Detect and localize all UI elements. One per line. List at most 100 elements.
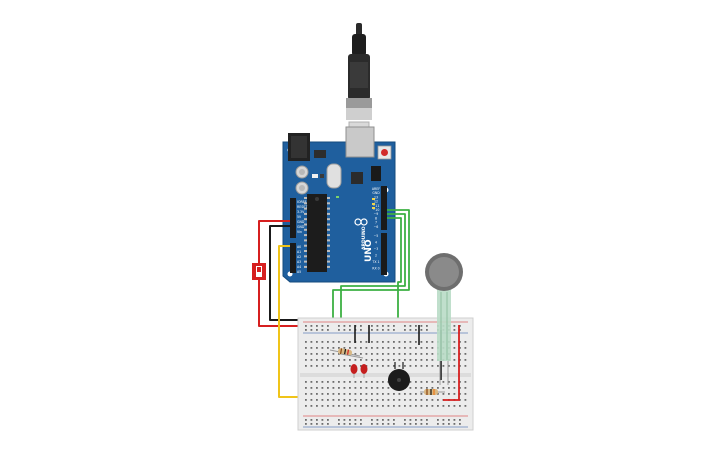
resistor-2[interactable] — [340, 353, 364, 359]
breadboard-hole[interactable] — [360, 329, 362, 331]
breadboard-hole[interactable] — [464, 381, 467, 383]
breadboard-hole[interactable] — [338, 325, 340, 327]
breadboard-hole[interactable] — [448, 393, 450, 395]
breadboard-hole[interactable] — [354, 387, 357, 389]
wire-green-1[interactable] — [332, 209, 410, 338]
breadboard-hole[interactable] — [420, 347, 423, 349]
breadboard-hole[interactable] — [453, 365, 456, 367]
breadboard-hole[interactable] — [354, 399, 357, 401]
breadboard-hole[interactable] — [376, 325, 379, 327]
breadboard-hole[interactable] — [354, 423, 357, 425]
breadboard-hole[interactable] — [387, 393, 390, 395]
breadboard-hole[interactable] — [393, 405, 395, 407]
breadboard-hole[interactable] — [321, 419, 324, 421]
breadboard-hole[interactable] — [426, 329, 428, 331]
breadboard-hole[interactable] — [360, 325, 362, 327]
breadboard-hole[interactable] — [360, 381, 362, 383]
breadboard-hole[interactable] — [316, 381, 318, 383]
breadboard-hole[interactable] — [382, 381, 384, 383]
breadboard-hole[interactable] — [393, 341, 395, 343]
breadboard-hole[interactable] — [365, 387, 368, 389]
breadboard-hole[interactable] — [349, 405, 351, 407]
breadboard-hole[interactable] — [376, 423, 379, 425]
breadboard-hole[interactable] — [453, 387, 456, 389]
breadboard-hole[interactable] — [316, 393, 318, 395]
breadboard-hole[interactable] — [310, 419, 313, 421]
breadboard-hole[interactable] — [310, 353, 313, 355]
breadboard-hole[interactable] — [393, 359, 395, 361]
breadboard-hole[interactable] — [310, 393, 313, 395]
breadboard-hole[interactable] — [360, 359, 362, 361]
breadboard-hole[interactable] — [453, 341, 456, 343]
breadboard-hole[interactable] — [365, 341, 368, 343]
breadboard-hole[interactable] — [431, 353, 434, 355]
breadboard-hole[interactable] — [420, 353, 423, 355]
breadboard-hole[interactable] — [310, 387, 313, 389]
breadboard-hole[interactable] — [387, 353, 390, 355]
breadboard-hole[interactable] — [420, 405, 423, 407]
breadboard-hole[interactable] — [321, 365, 324, 367]
breadboard-hole[interactable] — [398, 393, 401, 395]
breadboard-hole[interactable] — [420, 341, 423, 343]
breadboard-hole[interactable] — [343, 399, 346, 401]
breadboard-hole[interactable] — [442, 393, 445, 395]
breadboard-hole[interactable] — [426, 399, 428, 401]
breadboard-hole[interactable] — [349, 393, 351, 395]
breadboard-hole[interactable] — [393, 365, 395, 367]
breadboard-hole[interactable] — [431, 399, 434, 401]
breadboard-hole[interactable] — [464, 405, 467, 407]
breadboard-hole[interactable] — [409, 387, 412, 389]
breadboard-hole[interactable] — [354, 393, 357, 395]
breadboard-hole[interactable] — [426, 381, 428, 383]
breadboard-hole[interactable] — [464, 347, 467, 349]
breadboard-hole[interactable] — [437, 387, 439, 389]
breadboard-hole[interactable] — [409, 381, 412, 383]
breadboard-hole[interactable] — [448, 419, 450, 421]
resistor-3[interactable] — [420, 389, 445, 395]
breadboard-hole[interactable] — [398, 347, 401, 349]
breadboard-hole[interactable] — [327, 387, 329, 389]
breadboard-hole[interactable] — [387, 405, 390, 407]
breadboard-hole[interactable] — [371, 353, 373, 355]
breadboard-hole[interactable] — [437, 423, 439, 425]
breadboard-hole[interactable] — [453, 423, 456, 425]
breadboard-hole[interactable] — [382, 325, 384, 327]
breadboard-hole[interactable] — [382, 353, 384, 355]
breadboard-hole[interactable] — [426, 353, 428, 355]
breadboard-hole[interactable] — [310, 359, 313, 361]
breadboard-hole[interactable] — [349, 387, 351, 389]
breadboard-hole[interactable] — [365, 393, 368, 395]
breadboard-hole[interactable] — [398, 405, 401, 407]
breadboard-hole[interactable] — [464, 341, 467, 343]
breadboard-hole[interactable] — [371, 329, 373, 331]
breadboard-hole[interactable] — [343, 325, 346, 327]
breadboard-hole[interactable] — [343, 359, 346, 361]
breadboard-hole[interactable] — [376, 359, 379, 361]
breadboard-hole[interactable] — [365, 381, 368, 383]
breadboard-hole[interactable] — [310, 325, 313, 327]
breadboard-hole[interactable] — [437, 365, 439, 367]
breadboard-hole[interactable] — [338, 399, 340, 401]
breadboard-hole[interactable] — [338, 359, 340, 361]
breadboard-hole[interactable] — [332, 387, 335, 389]
breadboard-hole[interactable] — [332, 341, 335, 343]
breadboard-hole[interactable] — [382, 405, 384, 407]
breadboard-hole[interactable] — [316, 329, 318, 331]
breadboard-hole[interactable] — [415, 419, 417, 421]
breadboard-hole[interactable] — [338, 405, 340, 407]
breadboard-hole[interactable] — [310, 381, 313, 383]
breadboard-hole[interactable] — [453, 347, 456, 349]
breadboard-hole[interactable] — [426, 365, 428, 367]
breadboard-hole[interactable] — [349, 381, 351, 383]
breadboard-hole[interactable] — [360, 387, 362, 389]
breadboard-hole[interactable] — [426, 423, 428, 425]
breadboard-hole[interactable] — [409, 359, 412, 361]
breadboard-hole[interactable] — [448, 381, 450, 383]
breadboard-hole[interactable] — [409, 365, 412, 367]
breadboard-hole[interactable] — [453, 405, 456, 407]
piezo-buzzer[interactable] — [388, 362, 410, 391]
breadboard-hole[interactable] — [393, 347, 395, 349]
breadboard-hole[interactable] — [343, 393, 346, 395]
breadboard-hole[interactable] — [415, 347, 417, 349]
breadboard-hole[interactable] — [338, 353, 340, 355]
